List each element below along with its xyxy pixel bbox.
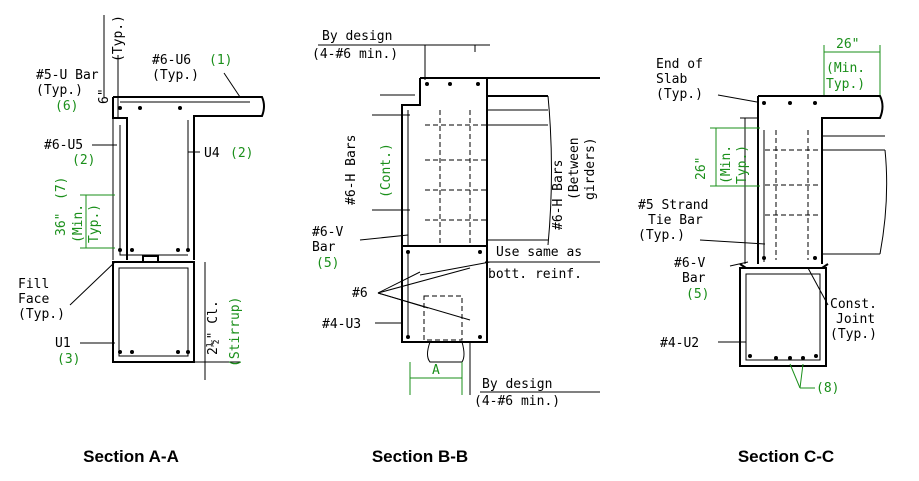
h-bars-right-label: #6-H Bars [551, 160, 566, 230]
u1-num: (3) [57, 352, 80, 367]
min-top-c: (Min. [826, 61, 865, 76]
stirrup-a [112, 261, 195, 363]
lower-beam-c [739, 267, 827, 367]
use-same-line1: Use same as [496, 245, 582, 260]
u5-label: #6-U5 [44, 138, 83, 153]
u6-num: (1) [209, 53, 232, 68]
dim-26-top-label: 26" [836, 37, 859, 52]
section-b-drawing [318, 44, 600, 395]
cont-label: (Cont.) [379, 143, 394, 198]
by-design-bot-label: By design [482, 377, 552, 392]
u-bar-num: (6) [55, 99, 78, 114]
u-bar-label: #5-U Bar [36, 68, 99, 83]
u4-label: U4 [204, 146, 220, 161]
u2-label: #4-U2 [660, 336, 699, 351]
v-bar-b-line1: #6-V [312, 225, 343, 240]
dim-36-typ: Typ.) [87, 204, 102, 243]
u-bar-typ-label: (Typ.) [36, 83, 83, 98]
end-slab-line2: Slab [656, 72, 687, 87]
dim-36-min: (Min. [71, 204, 86, 243]
joint-line2: Joint [836, 312, 875, 327]
v-bar-c-num: (5) [686, 287, 709, 302]
between-line2: girders) [583, 137, 598, 200]
u3-label: #4-U3 [322, 317, 361, 332]
end-slab-line1: End of [656, 57, 703, 72]
section-a-drawing [69, 15, 265, 380]
slab-a [113, 96, 265, 260]
v-bar-c-line1: #6-V [674, 256, 705, 271]
min-top-label: (4-#6 min.) [312, 47, 398, 62]
beam-upper-a [112, 97, 128, 260]
u4-num: (2) [230, 146, 253, 161]
fill-face-line3: (Typ.) [18, 307, 65, 322]
u6-typ-label: (Typ.) [152, 68, 199, 83]
strand-line3: (Typ.) [638, 228, 685, 243]
clearance-label: 2½" Cl. [206, 300, 221, 355]
between-line1: (Between [567, 137, 582, 200]
lower-beam-b [401, 245, 488, 343]
min-bot-label: (4-#6 min.) [474, 394, 560, 409]
section-c-drawing [699, 45, 888, 389]
strand-line2: Tie Bar [648, 213, 703, 228]
stirrup-label: (Stirrup) [228, 297, 243, 367]
end-slab-line3: (Typ.) [656, 87, 703, 102]
dim-6-label: 6" [97, 88, 112, 104]
u6-label: #6-U6 [152, 53, 191, 68]
u1-label: U1 [55, 336, 71, 351]
v-bar-c-line2: Bar [682, 271, 706, 286]
v-bar-b-num: (5) [316, 256, 339, 271]
caption-section-b: Section B-B [372, 447, 468, 466]
dim-a-label: A [432, 363, 440, 378]
u5-num: (2) [72, 153, 95, 168]
fill-face-line1: Fill [18, 277, 49, 292]
use-same-line2: bott. reinf. [488, 267, 582, 282]
v-bar-b-line2: Bar [312, 240, 336, 255]
joint-line3: (Typ.) [830, 327, 877, 342]
caption-section-c: Section C-C [738, 447, 834, 466]
fill-face-line2: Face [18, 292, 49, 307]
dim-36-label: 36" [54, 213, 69, 236]
h-bars-left-label: #6-H Bars [344, 135, 359, 205]
min-left-c: (Min. [719, 145, 734, 184]
strand-line1: #5 Strand [638, 198, 708, 213]
caption-section-a: Section A-A [83, 447, 179, 466]
typ-left-c: Typ.) [735, 145, 750, 184]
typ-vertical-label: (Typ.) [111, 15, 126, 62]
joint-line1: Const. [830, 297, 877, 312]
no6-label: #6 [352, 286, 368, 301]
num-8-label: (8) [816, 381, 839, 396]
dim-26-left-label: 26" [694, 157, 709, 180]
typ-top-c: Typ.) [826, 77, 865, 92]
by-design-top-label: By design [322, 29, 392, 44]
dim-36-num: (7) [54, 177, 69, 200]
